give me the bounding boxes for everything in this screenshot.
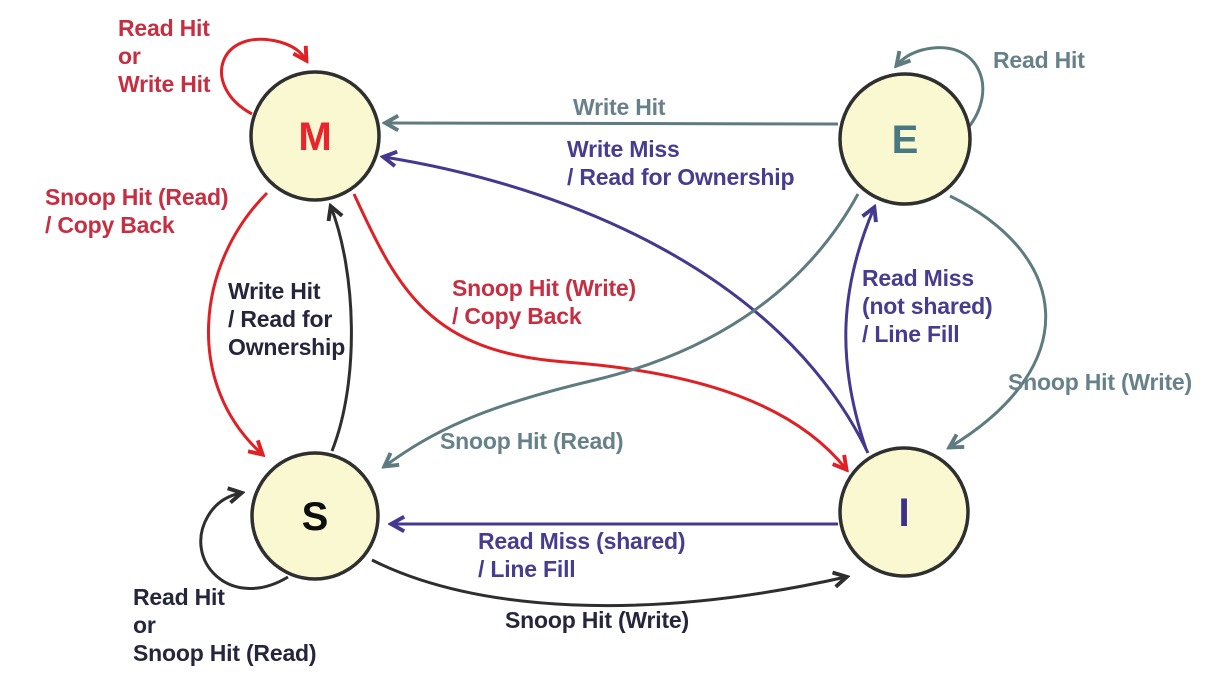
transition-e-to-e-label: Read Hit	[993, 47, 1085, 73]
transition-i-to-e-arrow	[844, 208, 874, 450]
transition-i-to-m-arrow	[384, 157, 870, 454]
transition-e-to-i-label: Snoop Hit (Write)	[1008, 369, 1192, 395]
transition-m-to-m-label: Read Hit or Write Hit	[118, 15, 211, 97]
state-m-label: M	[298, 115, 331, 159]
transition-s-to-s-label: Read Hit or Snoop Hit (Read)	[133, 584, 317, 666]
transition-e-to-m-arrow	[386, 123, 839, 124]
transition-m-to-s-arrow	[206, 191, 269, 454]
transition-e-to-s-arrow	[385, 193, 860, 466]
state-i-circle	[838, 446, 970, 578]
state-e-label: E	[892, 118, 919, 162]
transition-s-to-i-arrow	[371, 558, 846, 608]
state-e-circle	[838, 72, 972, 206]
transition-e-to-e-arrow	[897, 46, 985, 129]
transition-i-to-m-label: Write Miss / Read for Ownership	[567, 136, 795, 190]
state-s-circle	[250, 451, 380, 581]
transition-s-to-m-label: Write Hit / Read for Ownership	[228, 278, 346, 360]
transition-m-to-m-arrow	[220, 37, 306, 116]
transition-i-to-s-label: Read Miss (shared) / Line Fill	[478, 528, 686, 582]
transition-m-to-i-label: Snoop Hit (Write) / Copy Back	[452, 275, 636, 329]
transition-e-to-s-label: Snoop Hit (Read)	[440, 428, 624, 454]
transition-s-to-i-label: Snoop Hit (Write)	[505, 607, 689, 633]
state-m-circle	[249, 70, 381, 202]
transition-s-to-m-arrow	[331, 207, 353, 452]
transition-m-to-i-arrow	[352, 193, 846, 469]
transition-e-to-m-label: Write Hit	[573, 94, 666, 120]
transition-e-to-i-arrow	[950, 194, 1048, 447]
state-i-label: I	[898, 491, 909, 535]
state-s-label: S	[302, 495, 329, 539]
transition-i-to-e-label: Read Miss (not shared) / Line Fill	[862, 265, 993, 347]
transition-s-to-s-arrow	[199, 493, 289, 590]
transition-m-to-s-label: Snoop Hit (Read) / Copy Back	[45, 184, 229, 238]
